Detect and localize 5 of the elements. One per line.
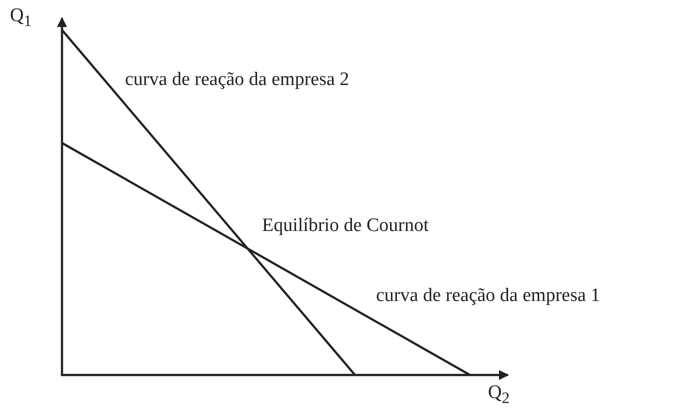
- curve-label: curva de reação da empresa 2: [125, 70, 350, 91]
- curve-label: curva de reação da empresa 1: [376, 286, 600, 307]
- axis-label: Q$_{2}$: [488, 383, 510, 408]
- axis-label: Q$_{1}$: [10, 6, 32, 30]
- equilibrium-label: Equilíbrio de Cournot: [262, 216, 429, 237]
